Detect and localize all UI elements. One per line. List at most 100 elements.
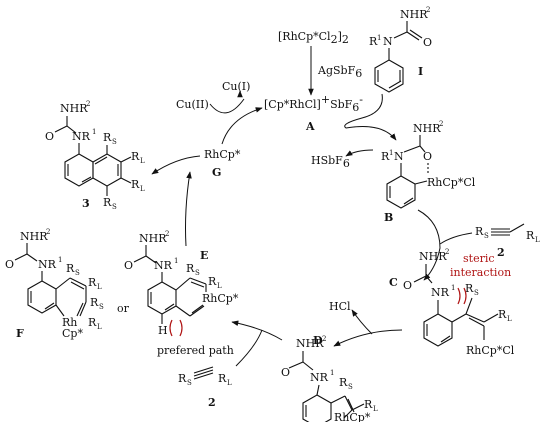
- svg-text:R: R: [465, 282, 474, 295]
- arrow-E-to-G: [185, 171, 192, 247]
- svg-text:S: S: [112, 138, 117, 146]
- svg-text:NR: NR: [310, 371, 329, 384]
- svg-text:2: 2: [439, 120, 443, 128]
- svg-text:2: 2: [445, 248, 449, 256]
- svg-text:R: R: [339, 376, 348, 389]
- cu-arc: [209, 98, 245, 114]
- svg-text:R: R: [364, 398, 373, 411]
- svg-text:NR: NR: [38, 258, 57, 271]
- steric-label-2: interaction: [450, 266, 511, 279]
- svg-text:L: L: [227, 379, 232, 387]
- prefered-path-label: prefered path: [157, 344, 234, 357]
- arrow-G-to-3: [151, 155, 201, 175]
- svg-text:NR: NR: [154, 259, 173, 272]
- svg-text:R: R: [208, 275, 217, 288]
- cu-i-text: Cu(I): [222, 80, 250, 93]
- svg-text:L: L: [140, 185, 145, 193]
- svg-text:NHR: NHR: [419, 250, 447, 263]
- svg-text:1: 1: [377, 34, 381, 42]
- catalyst-dimer-text: [RhCp*Cl2]2: [278, 30, 349, 46]
- svg-text:H: H: [158, 324, 168, 337]
- svg-text:S: S: [75, 269, 80, 277]
- svg-text:S: S: [112, 203, 117, 211]
- label-D: D: [313, 334, 323, 347]
- svg-text:NHR: NHR: [413, 122, 441, 135]
- svg-text:L: L: [217, 282, 222, 290]
- svg-text:RhCp*: RhCp*: [334, 411, 371, 422]
- svg-text:R: R: [88, 316, 97, 329]
- svg-text:NHR: NHR: [60, 102, 88, 115]
- svg-text:L: L: [373, 405, 378, 413]
- svg-text:RhCp*Cl: RhCp*Cl: [466, 344, 515, 357]
- svg-text:R: R: [90, 296, 99, 309]
- svg-text:1: 1: [174, 257, 178, 265]
- svg-text:S: S: [484, 232, 489, 240]
- svg-text:R: R: [526, 229, 535, 242]
- svg-text:R: R: [66, 262, 75, 275]
- svg-text:R: R: [178, 372, 187, 385]
- label-E: E: [200, 249, 208, 262]
- arrow-C-to-D: [333, 329, 403, 347]
- svg-text:2: 2: [208, 396, 216, 409]
- svg-text:L: L: [535, 236, 540, 244]
- svg-text:2: 2: [497, 246, 505, 259]
- svg-text:NHR: NHR: [139, 232, 167, 245]
- activator-text: AgSbF6: [317, 64, 362, 80]
- svg-text:O: O: [423, 150, 432, 163]
- arrow-B-to-C: [417, 209, 441, 281]
- svg-text:NR: NR: [72, 130, 91, 143]
- svg-text:Cp*: Cp*: [62, 327, 83, 340]
- svg-text:S: S: [195, 269, 200, 277]
- svg-text:R: R: [369, 35, 378, 48]
- label-G: G: [212, 166, 221, 179]
- label-A: A: [305, 120, 315, 133]
- svg-text:1: 1: [92, 128, 96, 136]
- hsbf6-text: HSbF6: [311, 154, 350, 170]
- svg-text:R: R: [131, 178, 140, 191]
- svg-text:O: O: [281, 366, 290, 379]
- svg-text:2: 2: [46, 228, 50, 236]
- svg-text:L: L: [140, 157, 145, 165]
- svg-text:NR: NR: [431, 286, 450, 299]
- svg-text:R: R: [186, 262, 195, 275]
- svg-text:S: S: [99, 303, 104, 311]
- svg-text:R: R: [381, 150, 390, 163]
- svg-text:R: R: [88, 276, 97, 289]
- svg-text:S: S: [474, 289, 479, 297]
- svg-text:R: R: [131, 150, 140, 163]
- cu-ii-text: Cu(II): [176, 98, 209, 111]
- svg-text:N: N: [383, 35, 393, 48]
- svg-text:NHR: NHR: [20, 230, 48, 243]
- steric-mark-right: [463, 287, 467, 305]
- svg-text:O: O: [45, 130, 54, 143]
- active-catalyst-text: [Cp*RhCl]+SbF6-: [264, 93, 363, 114]
- svg-text:R: R: [103, 131, 112, 144]
- svg-text:S: S: [348, 383, 353, 391]
- svg-text:O: O: [403, 279, 412, 292]
- svg-text:1: 1: [330, 369, 334, 377]
- svg-text:L: L: [97, 283, 102, 291]
- or-label: or: [117, 302, 130, 315]
- svg-text:2: 2: [426, 6, 430, 14]
- svg-text:O: O: [124, 259, 133, 272]
- label-3: 3: [82, 197, 90, 210]
- svg-text:RhCp*: RhCp*: [202, 292, 239, 305]
- svg-text:2: 2: [165, 230, 169, 238]
- svg-text:S: S: [187, 379, 192, 387]
- steric-mark-E-left: [169, 319, 173, 337]
- svg-text:1: 1: [58, 256, 62, 264]
- steric-mark-left: [457, 287, 461, 305]
- hcl-text: HCl: [329, 300, 351, 313]
- svg-text:R: R: [218, 372, 227, 385]
- svg-text:1: 1: [451, 284, 455, 292]
- svg-text:2: 2: [322, 335, 326, 343]
- rh-g-text: RhCp*: [204, 148, 241, 161]
